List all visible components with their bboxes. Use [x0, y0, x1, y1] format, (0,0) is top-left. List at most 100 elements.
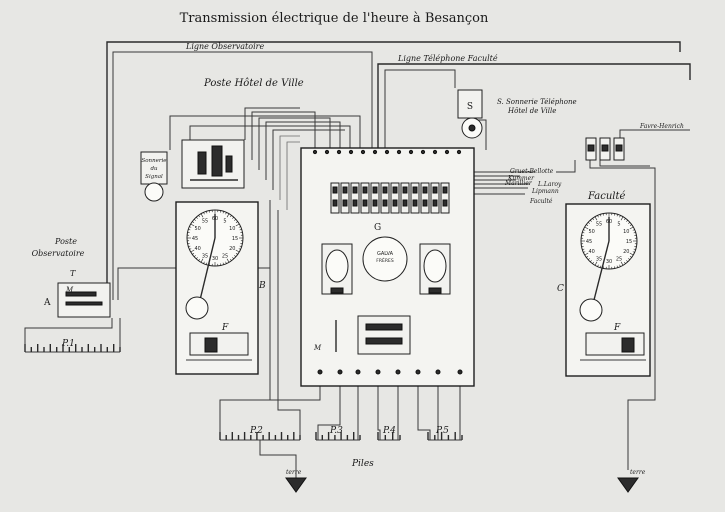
right-escapement-coil: [621, 337, 635, 353]
label-poste-obs-1: Poste: [54, 237, 77, 246]
label-s-box: S: [467, 102, 473, 112]
dial-number: 55: [596, 222, 602, 228]
top-terminal: [456, 149, 462, 155]
wire-bus-1: [169, 115, 361, 150]
label-lipmann: Lipmann: [531, 188, 559, 195]
obs-contact-2: [65, 301, 103, 306]
dial-tick: [629, 252, 634, 256]
switch-knob: [402, 186, 408, 194]
switch-knob: [422, 186, 428, 194]
label-a: A: [43, 298, 51, 308]
top-terminal: [396, 149, 402, 155]
switch-unit: [340, 182, 350, 214]
relay-right-coil: [423, 249, 447, 283]
wire-bus-9: [286, 141, 300, 210]
switch-knob: [362, 186, 368, 194]
label-faculte-heading: Faculté: [587, 191, 625, 202]
dial-tick: [230, 258, 232, 261]
top-terminal: [360, 149, 366, 155]
dial-number: 5: [223, 219, 226, 225]
dial-number: 35: [596, 256, 602, 262]
dial-tick: [632, 229, 635, 231]
wire-bus-3: [244, 107, 300, 140]
dial-tick: [592, 218, 594, 221]
label-t: T: [70, 269, 76, 278]
dial-tick: [206, 262, 208, 265]
wire-favre: [619, 129, 690, 160]
dial-tick: [588, 222, 590, 224]
dial-number: 35: [202, 253, 208, 259]
dial-number: 50: [195, 226, 201, 232]
dial-tick: [624, 261, 626, 264]
dial-number: 10: [623, 229, 629, 235]
label-m-center: M: [313, 344, 322, 352]
switch-knob: [332, 199, 338, 207]
bottom-terminal: [415, 369, 421, 375]
dial-tick: [600, 214, 602, 217]
dial-tick: [232, 217, 234, 219]
central-panel: GALVA FRÈRES G M: [300, 147, 475, 387]
dial-tick: [590, 260, 592, 262]
wire-bus-8: [279, 135, 300, 200]
dial-tick: [192, 253, 195, 255]
wire-ligne-telephone: [377, 63, 691, 148]
dial-tick: [594, 261, 598, 266]
dial-tick: [196, 217, 198, 219]
label-marillier: Marillier: [504, 180, 533, 187]
dial-tick: [234, 219, 236, 221]
label-favre-henrich: Favre-Henrich: [639, 123, 684, 130]
relay-right-plate: [428, 287, 442, 294]
dial-number: 15: [626, 239, 632, 245]
label-p1: P.1: [61, 339, 75, 349]
ground-left: terre: [285, 469, 307, 493]
signal-bell-icon: [144, 182, 164, 202]
dial-tick: [230, 215, 232, 218]
top-terminal: [372, 149, 378, 155]
dial-tick: [203, 212, 205, 215]
switch-knob: [342, 199, 348, 207]
sonnerie-du-signal: Sonnerie du Signal: [140, 151, 168, 202]
dial-tick: [626, 260, 628, 262]
batteries: P.1 P.2 P.3 P.4 P.5 Piles: [24, 339, 463, 469]
left-escapement-f: [189, 332, 249, 356]
left-pendulum-bob: [185, 296, 209, 320]
dial-tick: [196, 257, 198, 259]
switch-unit: [440, 182, 450, 214]
bottom-terminal: [355, 369, 361, 375]
dial-tick: [194, 255, 196, 257]
commutator-bar-2: [365, 337, 403, 345]
label-m-obs: M: [65, 286, 74, 294]
bottom-terminal: [395, 369, 401, 375]
switch-knob: [392, 186, 398, 194]
dial-number: 10: [229, 226, 235, 232]
dial-tick: [582, 232, 585, 234]
dial-tick: [628, 222, 630, 224]
switch-knob: [432, 199, 438, 207]
dial-tick: [626, 220, 628, 222]
dial-tick: [592, 261, 594, 264]
dial-tick: [632, 251, 635, 253]
dial-tick: [594, 216, 598, 221]
dial-tick: [619, 264, 621, 267]
dial-tick: [226, 213, 230, 218]
dial-tick: [616, 265, 618, 268]
label-p5: P.5: [435, 426, 449, 436]
label-sonnerie-signal-3: Signal: [145, 174, 163, 180]
dial-tick: [200, 258, 204, 263]
wire-fac-terre: [589, 160, 656, 470]
label-terre-right: terre: [630, 469, 646, 476]
sonnerie-telephone: S S. Sonnerie Téléphone Hôtel de Ville: [457, 89, 577, 139]
label-terre-left: terre: [286, 469, 302, 476]
label-ligne-telephone: Ligne Téléphone Faculté: [397, 54, 498, 63]
favre-switch-3-knob: [615, 144, 623, 152]
dial-tick: [629, 256, 632, 258]
switch-unit: [410, 182, 420, 214]
switch-row: [312, 149, 462, 214]
switch-unit: [400, 182, 410, 214]
dial-tick: [206, 211, 208, 214]
dial-number: 45: [192, 236, 198, 242]
left-escapement-coil: [204, 337, 218, 353]
right-pendulum-bob: [579, 298, 603, 322]
